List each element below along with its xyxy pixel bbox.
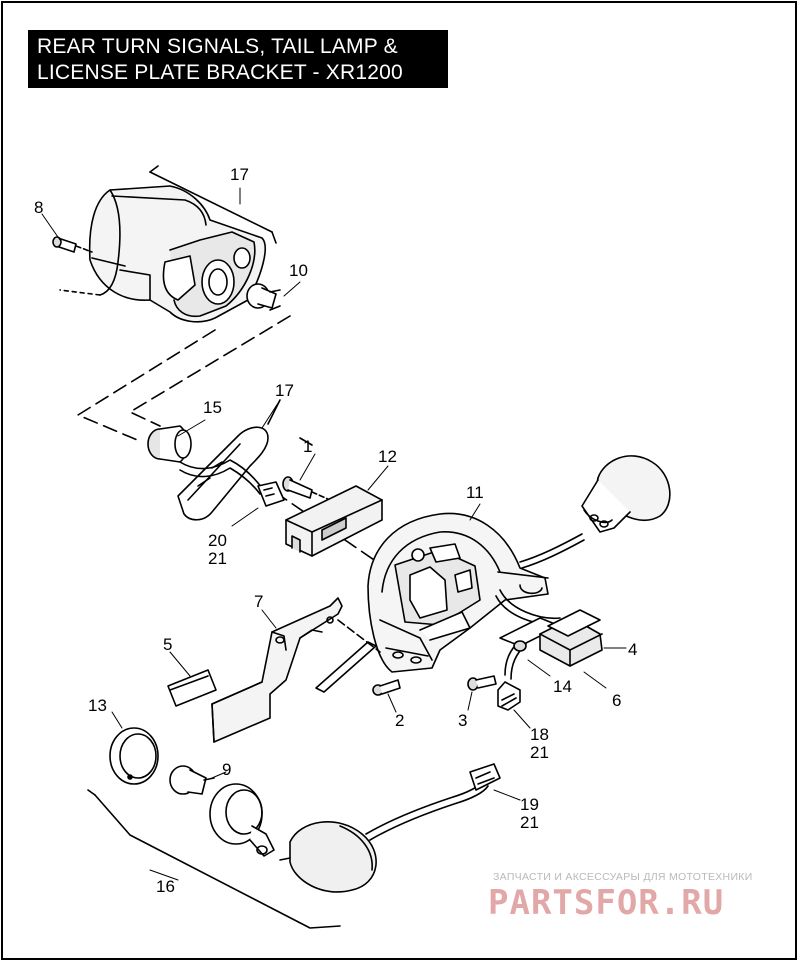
right-turn-signal [519,455,671,569]
callout-17-top: 17 [230,165,249,184]
callout-13: 13 [88,696,107,715]
leader-lines [41,187,627,881]
license-lamp-parts [499,609,603,667]
callout-18-21: 21 [530,743,549,762]
callout-labels: 1 2 3 4 5 6 7 8 9 10 11 12 13 14 15 16 1… [34,165,637,896]
callout-3: 3 [458,711,467,730]
callout-9: 9 [222,760,231,779]
callout-6: 6 [612,691,621,710]
tail-section-11 [367,512,549,673]
reflector-5 [167,669,217,707]
callout-17-bracket: 17 [275,381,294,400]
left-turn-signal [87,763,501,929]
callout-2: 2 [395,711,404,730]
callout-10: 10 [289,261,308,280]
callout-16: 16 [156,877,175,896]
callout-19: 19 [520,795,539,814]
callout-20: 20 [208,531,227,550]
socket-15 [147,425,192,463]
title-line-1: REAR TURN SIGNALS, TAIL LAMP & [37,35,398,58]
callout-15: 15 [203,398,222,417]
bulb-9 [169,765,215,795]
callout-8: 8 [34,198,43,217]
screw-8 [52,236,93,253]
callout-18: 18 [530,725,549,744]
callout-14: 14 [553,677,572,696]
callout-7: 7 [254,592,263,611]
callout-4: 4 [628,640,637,659]
title-line-2: LICENSE PLATE BRACKET - XR1200 [37,61,403,84]
screw-1 [282,476,331,501]
watermark: ЗАПЧАСТИ И АКСЕССУАРЫ ДЛЯ МОТОТЕХНИКИ PA… [488,871,753,923]
bulb-10 [246,283,281,311]
callout-12: 12 [378,447,397,466]
watermark-brand: PARTSFOR.RU [488,883,724,923]
connector-18 [497,681,521,711]
watermark-tagline: ЗАПЧАСТИ И АКСЕССУАРЫ ДЛЯ МОТОТЕХНИКИ [493,871,753,883]
screw-2 [372,679,401,696]
callout-20-21: 21 [208,549,227,568]
callout-11: 11 [466,483,484,502]
title-banner: REAR TURN SIGNALS, TAIL LAMP & LICENSE P… [28,30,448,88]
screw-3 [467,675,497,691]
callout-19-21: 21 [520,813,539,832]
lens-13 [109,727,159,785]
license-bracket-7 [211,597,381,743]
lamp-bracket-harness [177,399,285,521]
callout-1: 1 [303,437,312,456]
tail-lamp-assembly [88,165,277,323]
connector-block-12 [285,485,383,557]
callout-5: 5 [163,635,172,654]
